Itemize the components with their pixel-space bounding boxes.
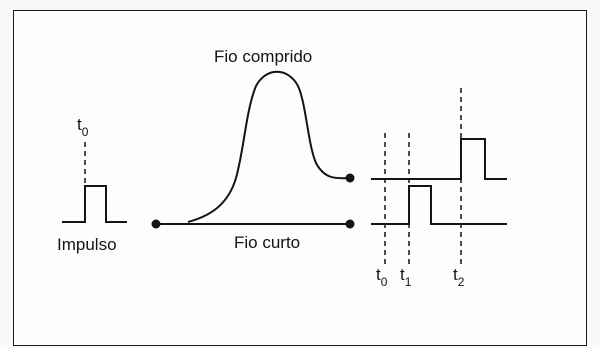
t1-label: t1 xyxy=(400,265,412,289)
impulse-pulse-waveform xyxy=(62,185,127,223)
input-impulse: t0 Impulso xyxy=(57,115,127,254)
t0-label: t0 xyxy=(376,265,388,289)
short-wire-label: Fio curto xyxy=(234,233,300,252)
impulse-t0-label: t0 xyxy=(77,115,89,139)
t2-label: t2 xyxy=(453,265,465,289)
wire-paths: Fio comprido Fio curto xyxy=(151,47,355,252)
long-wire-output-waveform xyxy=(371,138,507,180)
short-wire-end-node xyxy=(345,219,355,229)
short-wire-output-waveform xyxy=(371,185,507,225)
long-wire-curve xyxy=(187,70,350,223)
start-node xyxy=(151,219,161,229)
output-timing: t0 t1 t2 xyxy=(371,88,507,289)
long-wire-end-node xyxy=(345,173,355,183)
long-wire-label: Fio comprido xyxy=(214,47,312,66)
impulse-label: Impulso xyxy=(57,235,117,254)
